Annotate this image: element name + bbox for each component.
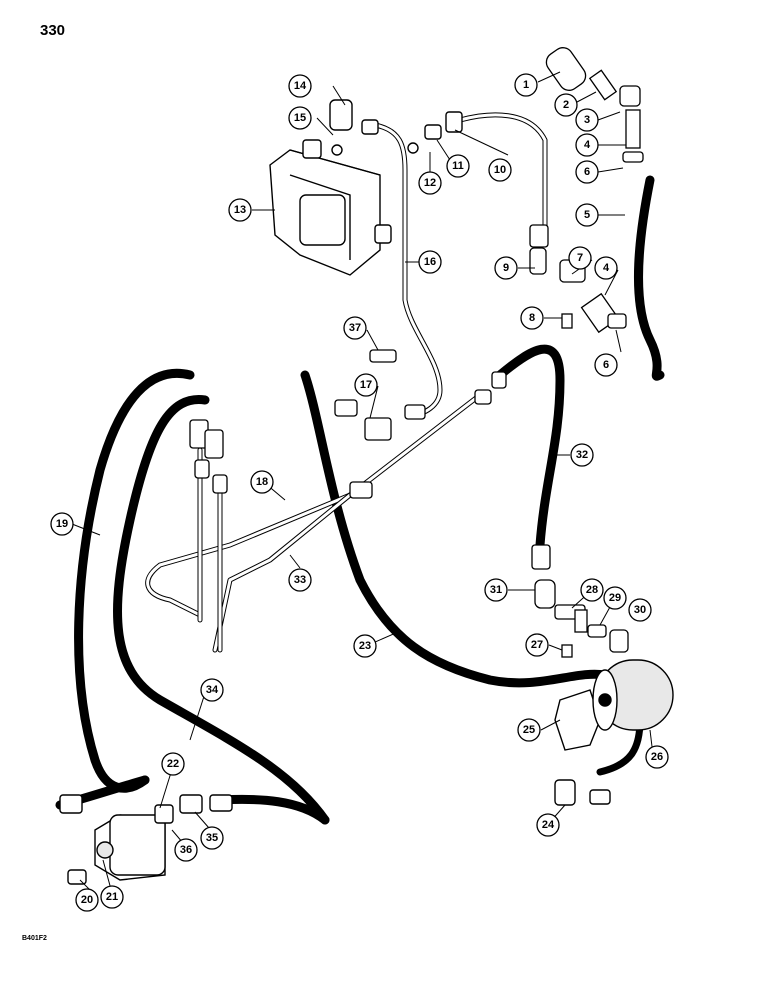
callout-11: 11 xyxy=(452,160,464,172)
callout-6: 6 xyxy=(584,166,590,178)
hose-19 xyxy=(74,368,195,793)
valve-13 xyxy=(269,99,463,276)
callout-8: 8 xyxy=(529,312,535,324)
callout-9: 9 xyxy=(503,262,509,274)
callout-6b: 6 xyxy=(603,359,609,371)
callout-7: 7 xyxy=(577,252,583,264)
callout-36: 36 xyxy=(180,844,192,856)
callout-22: 22 xyxy=(167,758,179,770)
fitting-1-elbow xyxy=(545,47,587,91)
callout-18: 18 xyxy=(256,476,268,488)
callout-26: 26 xyxy=(651,751,663,763)
callout-31: 31 xyxy=(490,584,502,596)
hose-32 xyxy=(495,344,565,550)
callout-29: 29 xyxy=(609,592,621,604)
callout-20: 20 xyxy=(81,894,93,906)
callout-25: 25 xyxy=(523,724,535,736)
callout-32: 32 xyxy=(576,449,588,461)
callout-4: 4 xyxy=(584,139,591,151)
callout-24: 24 xyxy=(542,819,555,831)
hose-23 xyxy=(300,370,610,688)
callout-30: 30 xyxy=(634,604,646,616)
callout-14: 14 xyxy=(294,80,307,92)
callout-16: 16 xyxy=(424,256,436,268)
callout-1: 1 xyxy=(523,79,529,91)
callout-3: 3 xyxy=(584,114,590,126)
callout-37: 37 xyxy=(349,322,361,334)
filter-assembly xyxy=(554,659,674,806)
callout-5: 5 xyxy=(584,209,590,221)
callout-2: 2 xyxy=(563,99,569,111)
callout-12: 12 xyxy=(424,177,436,189)
callout-19: 19 xyxy=(56,518,68,530)
callout-23: 23 xyxy=(359,640,371,652)
callout-21: 21 xyxy=(106,891,118,903)
hose-5 xyxy=(634,175,665,381)
page-number: 330 xyxy=(40,22,66,39)
callout-27: 27 xyxy=(531,639,543,651)
callout-35: 35 xyxy=(206,832,218,844)
callout-15: 15 xyxy=(294,112,306,124)
pump-22 xyxy=(59,794,233,885)
callout-10: 10 xyxy=(494,164,506,176)
drawing-code: B401F2 xyxy=(22,935,47,942)
callout-13: 13 xyxy=(234,204,246,216)
callout-17: 17 xyxy=(360,379,372,391)
callout-34: 34 xyxy=(206,684,219,696)
callout-4b: 4 xyxy=(603,262,610,274)
hose-35 xyxy=(215,794,330,825)
callout-33: 33 xyxy=(294,574,306,586)
hose-34 xyxy=(113,395,330,825)
callout-28: 28 xyxy=(586,584,598,596)
